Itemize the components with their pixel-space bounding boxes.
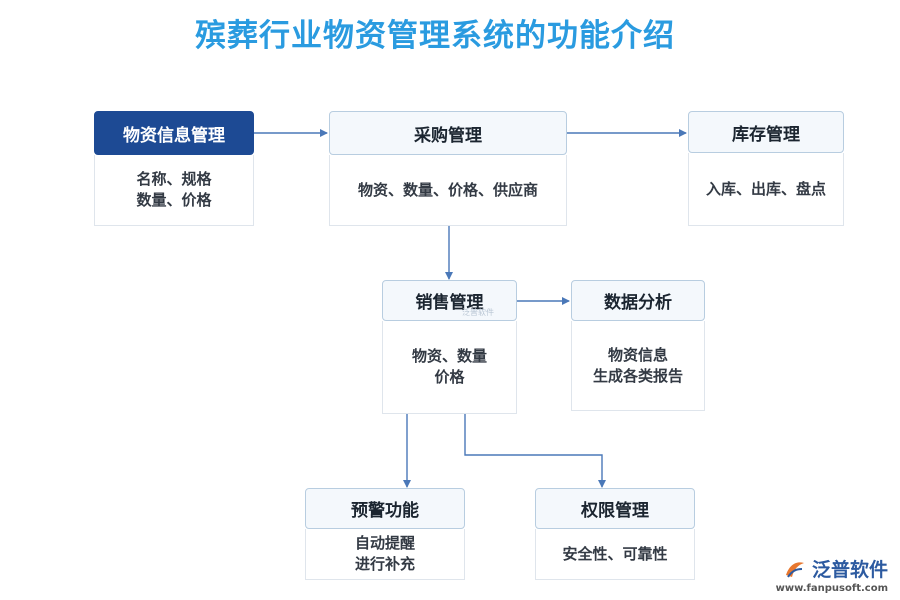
node-stock-line-1: 入库、出库、盘点 bbox=[705, 179, 826, 198]
watermark: 泛普软件 bbox=[462, 308, 494, 317]
node-stock: 库存管理 入库、出库、盘点 bbox=[688, 111, 844, 226]
node-purchase-desc: 物资、数量、价格、供应商 bbox=[329, 155, 567, 226]
node-permission-line-1: 安全性、可靠性 bbox=[562, 544, 668, 563]
logo-name: 泛普软件 bbox=[811, 559, 888, 581]
node-warning-line-2: 进行补充 bbox=[354, 555, 415, 573]
logo-url: www.fanpusoft.com bbox=[775, 583, 888, 594]
node-info: 物资信息管理 名称、规格 数量、价格 bbox=[94, 111, 254, 226]
node-sales-title: 销售管理 bbox=[382, 280, 517, 321]
node-permission-desc: 安全性、可靠性 bbox=[535, 529, 695, 580]
node-purchase-line-1: 物资、数量、价格、供应商 bbox=[357, 180, 538, 199]
node-info-desc: 名称、规格 数量、价格 bbox=[94, 155, 254, 226]
brand-logo: 泛普软件 www.fanpusoft.com bbox=[776, 555, 888, 594]
node-stock-desc: 入库、出库、盘点 bbox=[688, 153, 844, 226]
node-warning-desc: 自动提醒 进行补充 bbox=[305, 529, 465, 580]
node-purchase-title: 采购管理 bbox=[329, 111, 567, 155]
node-permission: 权限管理 安全性、可靠性 bbox=[535, 488, 695, 580]
page-title: 殡葬行业物资管理系统的功能介绍 bbox=[195, 18, 675, 54]
node-warning-line-1: 自动提醒 bbox=[354, 534, 415, 552]
node-permission-title: 权限管理 bbox=[535, 488, 695, 529]
node-warning-title: 预警功能 bbox=[305, 488, 465, 529]
node-analysis-line-2: 生成各类报告 bbox=[592, 366, 683, 385]
node-info-line-1: 名称、规格 bbox=[136, 170, 212, 188]
node-sales-line-1: 物资、数量 bbox=[411, 347, 487, 365]
node-analysis: 数据分析 物资信息 生成各类报告 bbox=[571, 280, 705, 411]
node-analysis-line-1: 物资信息 bbox=[607, 345, 668, 364]
node-warning: 预警功能 自动提醒 进行补充 bbox=[305, 488, 465, 580]
node-info-title: 物资信息管理 bbox=[94, 111, 254, 155]
node-info-line-2: 数量、价格 bbox=[136, 191, 212, 209]
node-stock-title: 库存管理 bbox=[688, 111, 844, 153]
node-sales-desc: 物资、数量 价格 bbox=[382, 321, 517, 414]
node-analysis-title: 数据分析 bbox=[571, 280, 705, 321]
node-analysis-desc: 物资信息 生成各类报告 bbox=[571, 321, 705, 411]
node-sales: 销售管理 物资、数量 价格 bbox=[382, 280, 517, 414]
logo-mark-icon bbox=[785, 561, 804, 578]
arrow-sales-to-permission bbox=[464, 414, 606, 488]
node-sales-line-2: 价格 bbox=[434, 368, 465, 386]
node-purchase: 采购管理 物资、数量、价格、供应商 bbox=[329, 111, 567, 226]
